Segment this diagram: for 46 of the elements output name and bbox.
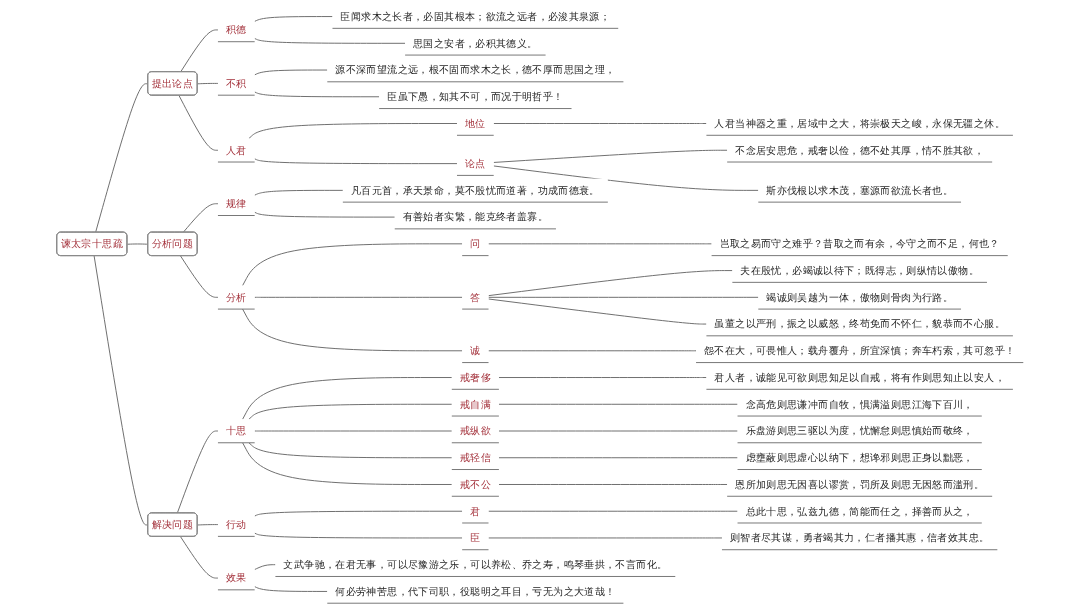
connector	[254, 564, 276, 570]
connector	[178, 95, 219, 151]
connector	[488, 270, 733, 297]
connector	[254, 532, 463, 539]
connector	[254, 586, 328, 592]
connector	[498, 430, 739, 432]
connector	[180, 536, 219, 579]
connector	[254, 211, 396, 218]
connector	[254, 91, 380, 98]
connector	[242, 442, 453, 485]
connector	[254, 189, 344, 196]
connector	[493, 149, 728, 163]
connector	[488, 537, 723, 539]
connector	[254, 510, 463, 517]
connector	[493, 165, 759, 191]
connector	[242, 377, 453, 420]
connector	[498, 457, 739, 459]
connector	[254, 430, 453, 432]
connector	[180, 255, 219, 298]
connector	[254, 38, 406, 44]
connector	[254, 16, 333, 22]
connector	[498, 484, 728, 485]
connector	[248, 403, 453, 420]
connector	[93, 255, 149, 526]
connector	[197, 524, 219, 526]
connector	[498, 403, 739, 405]
connector	[126, 243, 149, 245]
connector	[488, 510, 739, 512]
connector	[254, 296, 463, 298]
connector	[176, 430, 219, 514]
connector	[197, 82, 219, 85]
connector	[488, 350, 697, 352]
connector	[248, 123, 458, 139]
connector	[254, 69, 328, 76]
connector	[180, 29, 219, 73]
connector	[242, 308, 463, 352]
connector	[242, 243, 463, 287]
connector	[248, 442, 453, 459]
connector	[498, 377, 707, 378]
connector	[488, 298, 707, 325]
connector	[182, 203, 219, 233]
connector	[254, 158, 458, 165]
connector	[488, 243, 713, 245]
connector	[493, 123, 707, 124]
connector	[95, 83, 149, 233]
connector	[488, 296, 759, 298]
